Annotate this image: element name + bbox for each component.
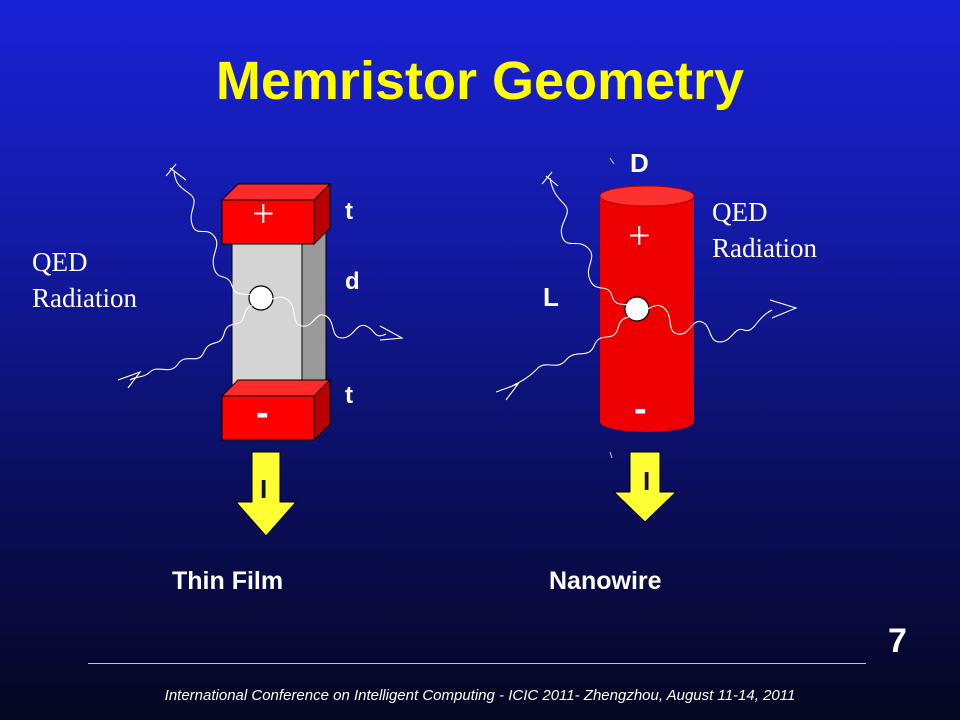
nanowire-radiation-line2: Radiation: [712, 233, 817, 263]
thin-film-current-label: I: [260, 474, 268, 504]
nanowire-plus-sign: +: [628, 213, 651, 258]
page-number: 7: [888, 622, 907, 660]
slide-title: Memristor Geometry: [215, 51, 745, 111]
nanowire-bottom-cap: [600, 412, 694, 432]
nanowire-radiation-waves: [495, 171, 798, 401]
nanowire-radiation-label: QED Radiation: [712, 194, 817, 266]
thin-film-radiation-label: QED Radiation: [32, 244, 137, 316]
thin-film-wave-tip-c: [379, 325, 404, 341]
thin-film-current-arrow: [234, 451, 298, 537]
thin-film-radiation-line2: Radiation: [32, 283, 137, 313]
thin-film-wave-lower-left: [129, 297, 262, 381]
thin-film-label-d: d: [345, 268, 360, 295]
nanowire-diameter-tick: [609, 157, 615, 459]
thin-film-wave-tip-a: [165, 163, 187, 181]
thin-film-radiation-line1: QED: [32, 247, 88, 277]
nanowire-wave-tip-c: [769, 299, 798, 319]
footer-divider: [88, 663, 866, 664]
thin-film-label-t-top: t: [345, 198, 353, 225]
nanowire-wave-tip-b: [495, 382, 520, 401]
thin-film-wave-upper: [173, 171, 262, 299]
thin-film-wave-tip-b: [117, 370, 142, 389]
nanowire-current-label: I: [643, 466, 651, 496]
nanowire-wave-upper: [549, 177, 638, 310]
nanowire-radiation-line1: QED: [712, 197, 768, 227]
footer-text: International Conference on Intelligent …: [164, 687, 796, 704]
nanowire-wave-tip-a: [541, 171, 559, 187]
thin-film-caption: Thin Film: [172, 567, 284, 595]
thin-film-bottom-electrode: [221, 395, 315, 441]
thin-film-device: [220, 182, 332, 537]
thin-film-top-electrode: [221, 199, 315, 245]
thin-film-plus-sign: +: [252, 191, 275, 236]
thin-film-bottom-electrode-top: [220, 379, 332, 397]
thin-film-minus-sign: -: [256, 392, 269, 434]
nanowire-current-arrow: [612, 451, 678, 523]
thin-film-top-electrode-top: [220, 183, 332, 201]
nanowire-wave-lower-left: [511, 308, 638, 387]
nanowire-caption: Nanowire: [549, 567, 662, 595]
thin-film-wave-right: [260, 296, 387, 339]
nanowire-label-diameter: D: [630, 148, 649, 178]
nanowire-wave-right: [636, 304, 773, 343]
thin-film-radiation-waves: [117, 163, 404, 389]
nanowire-label-length: L: [543, 282, 559, 312]
nanowire-top-cap: [599, 185, 695, 207]
nanowire-minus-sign: -: [634, 388, 647, 430]
thin-film-label-t-bottom: t: [345, 382, 353, 409]
